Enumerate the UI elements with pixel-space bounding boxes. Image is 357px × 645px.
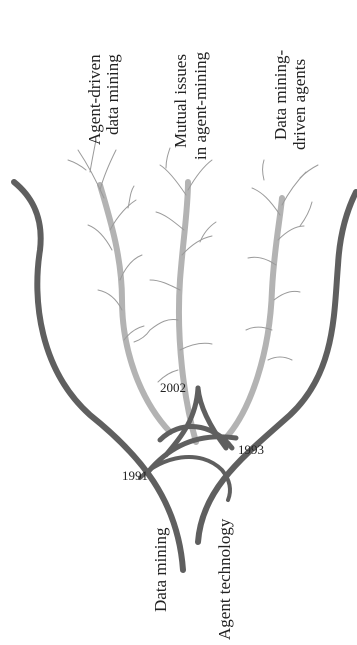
agent-driven-twigs: [68, 140, 144, 340]
year-1993-label: 1993: [238, 442, 264, 457]
data-mining-root-label: Data mining: [151, 527, 170, 612]
agent-technology-root-label: Agent technology: [215, 518, 234, 640]
year-2002-label: 2002: [160, 380, 186, 395]
mutual-issues-twigs: [134, 148, 216, 382]
data-mining-driven-branch: [224, 198, 282, 440]
agent-driven-label-line2: data mining: [103, 54, 122, 135]
data-mining-driven-label-line1: Data mining-: [271, 49, 290, 140]
data-mining-outer-stem: [14, 182, 183, 570]
mutual-issues-label-line1: Mutual issues: [171, 54, 190, 148]
mutual-issues-label-line2: in agent-mining: [191, 51, 210, 160]
year-1991-label: 1991: [122, 468, 148, 483]
data-mining-driven-label-line2: driven agents: [290, 59, 309, 150]
agent-driven-label-line1: Agent-driven: [85, 54, 104, 145]
data-mining-driven-twigs: [246, 160, 318, 360]
